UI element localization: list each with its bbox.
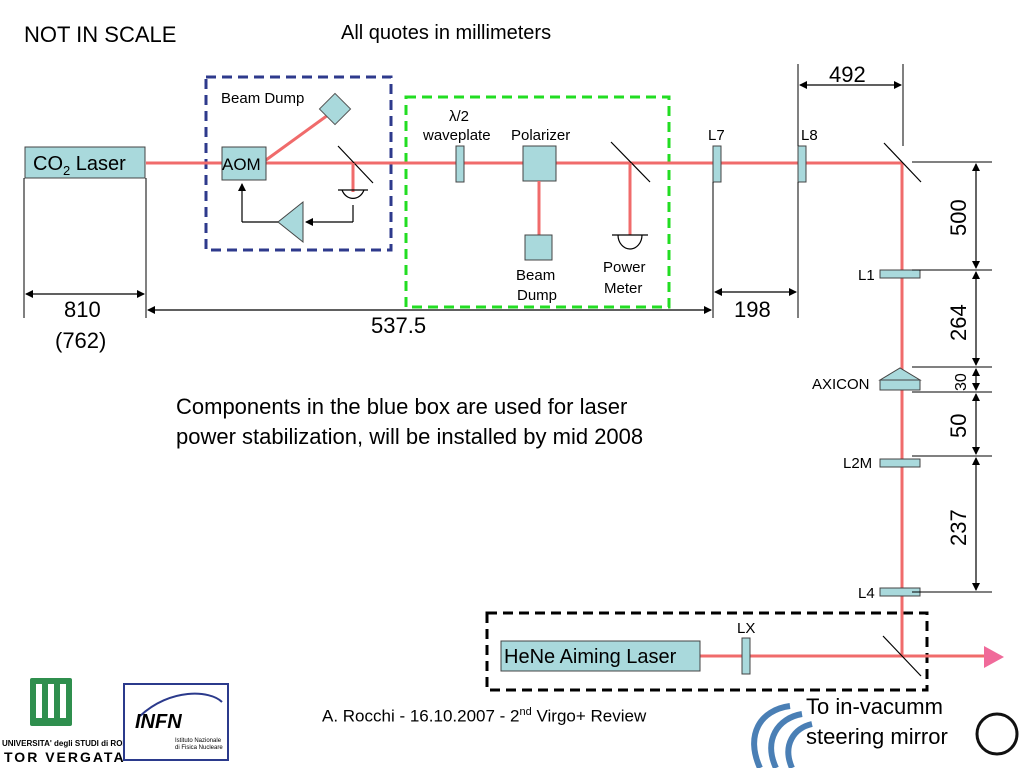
polarization-box [404, 95, 671, 309]
footer-credit: A. Rocchi - 16.10.2007 - 2nd Virgo+ Revi… [322, 706, 647, 726]
note-line-1: Components in the blue box are used for … [176, 394, 628, 419]
virgo-logo [751, 703, 1019, 768]
units-note: All quotes in millimeters [341, 22, 552, 44]
waveplate [455, 145, 465, 183]
amplifier-icon [277, 200, 304, 244]
lens-lx [741, 637, 751, 675]
aom-box [221, 146, 267, 181]
output-arrow-icon [984, 646, 1004, 668]
power-meter-mirror [610, 141, 651, 183]
lens-l4-label: L4 [858, 585, 875, 602]
svg-text:TOR VERGATA: TOR VERGATA [4, 749, 126, 765]
dim-50-label: 50 [946, 414, 971, 438]
svg-text:UNIVERSITA' degli STUDI di ROM: UNIVERSITA' degli STUDI di ROMA [2, 739, 135, 748]
hene-laser-box [500, 640, 701, 672]
svg-text:di Fisica Nucleare: di Fisica Nucleare [175, 745, 223, 751]
deflected-beam [265, 113, 329, 162]
dim-198-label: 198 [734, 297, 771, 322]
lens-l8-label: L8 [801, 127, 818, 144]
axicon-lens [878, 367, 922, 381]
beam-dump-bottom-label-1: Beam [516, 267, 555, 284]
beam-dump-top-block [318, 92, 352, 126]
waveplate-label-1: λ/2 [449, 108, 469, 125]
svg-text:Istituto Nazionale: Istituto Nazionale [175, 738, 222, 744]
waveplate-label-2: waveplate [422, 127, 491, 144]
tor-vergata-logo: UNIVERSITA' degli STUDI di ROMA TOR VERG… [2, 678, 135, 765]
beam-dump-bottom-block [524, 234, 553, 261]
axicon-base [879, 379, 921, 391]
turning-mirror [883, 142, 922, 183]
dim-762-label: (762) [55, 328, 106, 353]
lens-l1-label: L1 [858, 267, 875, 284]
note-line-2: power stabilization, will be installed b… [176, 424, 644, 449]
combiner-mirror [882, 635, 922, 677]
scale-note: NOT IN SCALE [24, 22, 177, 47]
lens-l2m-label: L2M [843, 455, 872, 472]
dim-537-label: 537.5 [371, 313, 426, 338]
hene-laser-label: HeNe Aiming Laser [504, 646, 677, 668]
axicon-label: AXICON [812, 376, 870, 393]
polarizer-label: Polarizer [511, 127, 570, 144]
pickoff-mirror [337, 145, 374, 184]
lens-l8 [797, 145, 807, 183]
lens-l7 [712, 145, 722, 183]
dim-264-label: 264 [946, 304, 971, 341]
co2-laser-box [24, 146, 146, 179]
destination-line-2: steering mirror [806, 724, 948, 749]
beam-dump-bottom-label-2: Dump [517, 287, 557, 304]
infn-logo: INFN Istituto Nazionale di Fisica Nuclea… [123, 683, 229, 761]
photodiode-icon [338, 189, 368, 199]
destination-label: To in-vacumm steering mirror [806, 692, 948, 752]
co2-laser-label: CO2 Laser [33, 153, 126, 178]
dim-810-label: 810 [64, 297, 101, 322]
lens-l2m [879, 458, 921, 468]
aom-label: AOM [222, 155, 261, 174]
lens-l1 [879, 269, 921, 279]
beam-dump-top-label: Beam Dump [221, 90, 304, 107]
dim-237-label: 237 [946, 509, 971, 546]
lens-lx-label: LX [737, 620, 755, 637]
power-meter-label-2: Meter [604, 280, 642, 297]
dim-500-label: 500 [946, 199, 971, 236]
destination-line-1: To in-vacumm [806, 694, 943, 719]
polarizer [522, 145, 557, 182]
dim-30-label: 30 [953, 373, 970, 391]
power-meter-icon [612, 234, 648, 250]
dim-492-label: 492 [829, 62, 866, 87]
svg-text:INFN: INFN [135, 711, 182, 733]
power-meter-label-1: Power [603, 259, 646, 276]
stabilization-note: Components in the blue box are used for … [176, 392, 736, 452]
lens-l7-label: L7 [708, 127, 725, 144]
aiming-laser-box [485, 611, 929, 692]
